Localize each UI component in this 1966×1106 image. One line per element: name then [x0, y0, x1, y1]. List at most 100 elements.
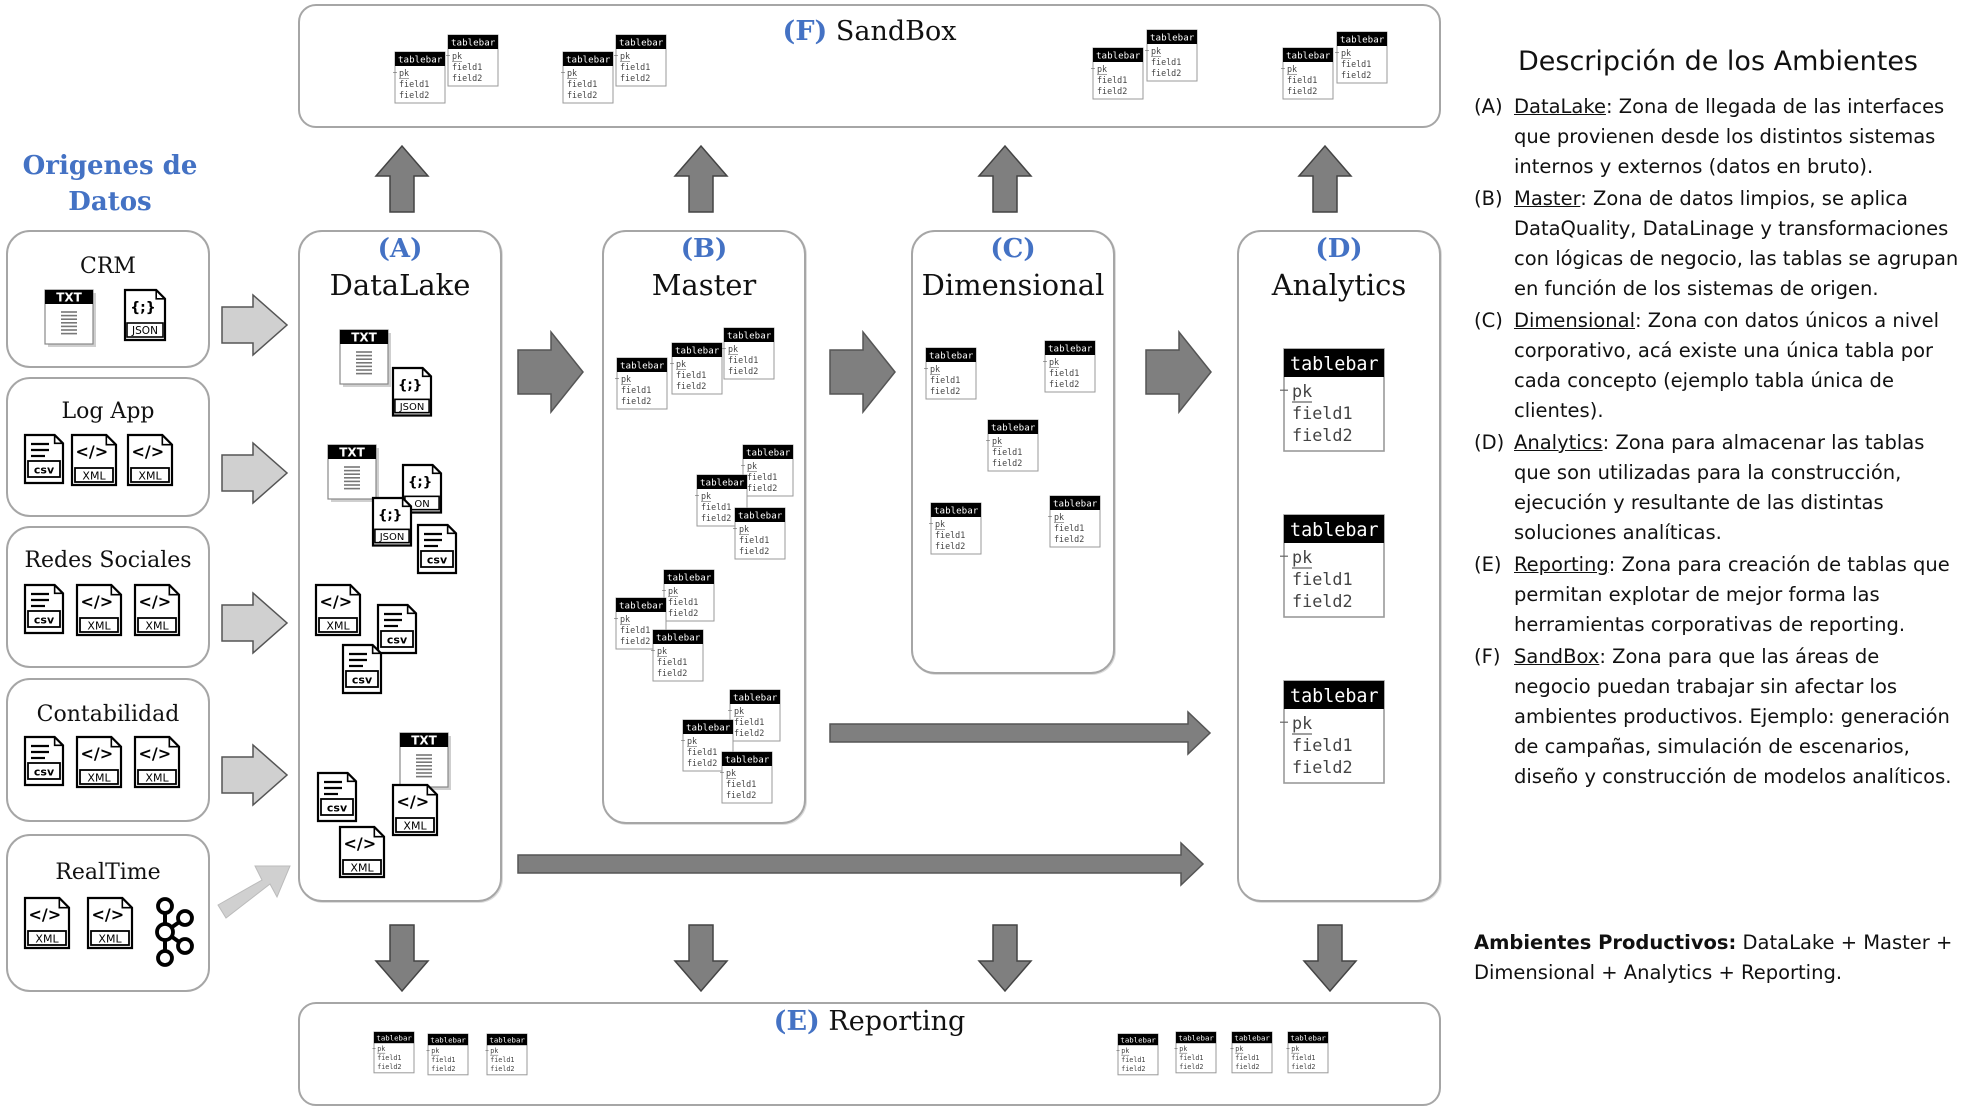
svg-text:ON: ON — [414, 499, 429, 510]
svg-text:csv: csv — [352, 674, 373, 687]
svg-text:XML: XML — [326, 620, 350, 633]
svg-text:field1: field1 — [1341, 59, 1371, 69]
json-file-icon: {;}JSON — [123, 288, 167, 342]
svg-text:field1: field1 — [1235, 1054, 1259, 1062]
source-title: CRM — [80, 254, 136, 279]
svg-text:field1: field1 — [490, 1056, 514, 1064]
reporting-title: (E) Reporting — [300, 1006, 1439, 1037]
svg-text:tablebar: tablebar — [451, 38, 496, 49]
svg-text:field1: field1 — [676, 370, 706, 380]
svg-text:field2: field2 — [1049, 379, 1079, 389]
source-arrow — [217, 865, 291, 919]
svg-text:pk: pk — [657, 646, 667, 656]
svg-text:field2: field2 — [657, 668, 687, 678]
svg-text:pk: pk — [747, 461, 757, 471]
svg-text:field1: field1 — [1097, 75, 1127, 85]
footer-text: DataLake + Master + Dimensional + Analyt… — [1474, 931, 1953, 984]
description-title: Descripción de los Ambientes — [1517, 46, 1919, 77]
svg-text:field2: field2 — [1292, 591, 1353, 611]
zone-letter: (B) — [680, 234, 728, 264]
svg-text:pk: pk — [431, 1047, 439, 1055]
svg-text:pk: pk — [1287, 64, 1297, 74]
svg-text:{;}: {;} — [398, 378, 422, 393]
zone-name: Analytics — [1271, 268, 1407, 302]
svg-text:tablebar: tablebar — [1048, 344, 1093, 355]
svg-text:field1: field1 — [747, 472, 777, 482]
svg-text:field2: field2 — [747, 483, 777, 493]
description-item: (B) Master: Zona de datos limpios, se ap… — [1474, 184, 1962, 304]
svg-text:field1: field1 — [992, 447, 1022, 457]
svg-text:field1: field1 — [1292, 403, 1353, 423]
description-list: (A) DataLake: Zona de llegada de las int… — [1474, 90, 1962, 792]
svg-text:tablebar: tablebar — [667, 573, 712, 584]
svg-text:field1: field1 — [620, 62, 650, 72]
svg-text:pk: pk — [726, 768, 736, 778]
svg-text:field1: field1 — [431, 1056, 455, 1064]
svg-text:XML: XML — [98, 933, 122, 946]
svg-text:field2: field2 — [567, 90, 597, 100]
svg-text:</>: </> — [28, 905, 61, 924]
svg-text:XML: XML — [35, 933, 59, 946]
source-crm: CRM — [6, 230, 210, 368]
csv-file-icon: csv — [23, 735, 65, 787]
sandbox-letter: (F) — [782, 16, 828, 47]
source-arrow — [221, 293, 289, 357]
footer-bold: Ambientes Productivos: — [1474, 931, 1737, 954]
svg-text:tablebar: tablebar — [619, 38, 664, 49]
svg-text:tablebar: tablebar — [929, 351, 974, 362]
description-text: : Zona para creación de tablas que permi… — [1514, 553, 1950, 636]
reporting-letter: (E) — [773, 1006, 820, 1037]
svg-text:field1: field1 — [701, 502, 731, 512]
svg-text:tablebar: tablebar — [1290, 354, 1379, 375]
svg-text:{;}: {;} — [408, 475, 432, 490]
svg-text:pk: pk — [620, 614, 630, 624]
svg-text:field2: field2 — [1151, 68, 1181, 78]
csv-file-icon: csv — [23, 433, 65, 485]
svg-text:JSON: JSON — [379, 532, 405, 543]
svg-text:tablebar: tablebar — [619, 601, 664, 612]
svg-text:field2: field2 — [687, 758, 717, 768]
svg-text:field2: field2 — [734, 728, 764, 738]
svg-text:field2: field2 — [668, 608, 698, 618]
svg-text:pk: pk — [935, 519, 945, 529]
svg-text:</>: </> — [138, 592, 171, 611]
source-arrow — [221, 743, 289, 807]
svg-text:pk: pk — [1121, 1047, 1129, 1055]
svg-text:pk: pk — [728, 344, 738, 354]
kafka-icon — [155, 897, 194, 967]
svg-text:pk: pk — [620, 51, 630, 61]
svg-text:pk: pk — [567, 68, 577, 78]
svg-text:field2: field2 — [621, 396, 651, 406]
svg-text:TXT: TXT — [56, 291, 82, 305]
up-arrow — [977, 144, 1033, 213]
flow-arrow — [829, 329, 896, 415]
svg-text:pk: pk — [452, 51, 462, 61]
svg-text:tablebar: tablebar — [738, 511, 783, 522]
txt-file-icon: TXT — [399, 732, 451, 790]
svg-text:pk: pk — [1292, 713, 1312, 733]
svg-text:field2: field2 — [1291, 1063, 1315, 1071]
description-name: Reporting — [1514, 553, 1609, 576]
svg-text:</>: </> — [319, 592, 352, 611]
svg-text:field2: field2 — [930, 386, 960, 396]
description-letter: (C) — [1474, 309, 1503, 332]
svg-text:pk: pk — [490, 1047, 498, 1055]
description-letter: (B) — [1474, 187, 1503, 210]
source-title: Redes Sociales — [24, 548, 192, 573]
svg-text:field2: field2 — [431, 1065, 455, 1073]
xml-file-icon: </> XML — [23, 896, 71, 950]
down-arrow — [1302, 924, 1358, 993]
svg-text:</>: </> — [396, 792, 429, 811]
description-name: Dimensional — [1514, 309, 1636, 332]
svg-text:field1: field1 — [930, 375, 960, 385]
svg-text:TXT: TXT — [411, 734, 437, 748]
